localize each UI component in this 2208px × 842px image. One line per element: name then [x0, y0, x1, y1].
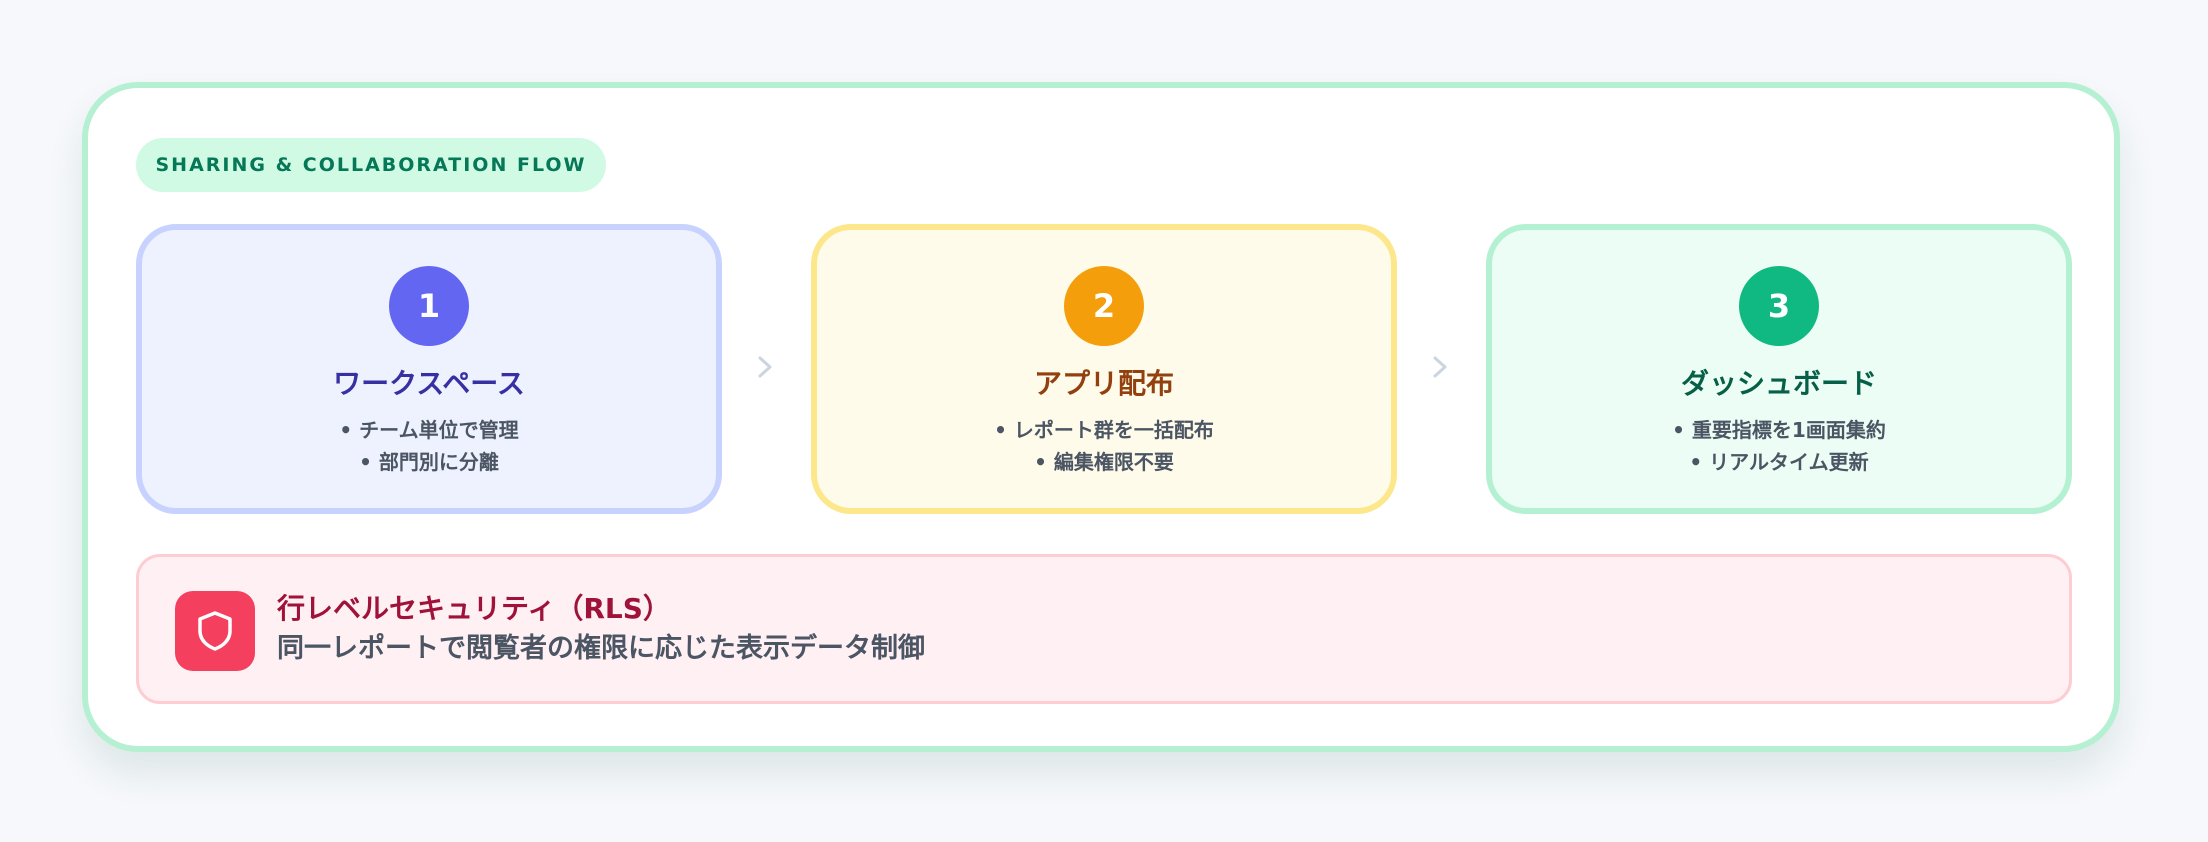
step-card-dashboard: 3 ダッシュボード • 重要指標を1画面集約 • リアルタイム更新: [1486, 224, 2072, 514]
step-number-badge: 2: [1064, 266, 1144, 346]
step-bullet: • レポート群を一括配布: [994, 418, 1214, 442]
step-card-app-distribution: 2 アプリ配布 • レポート群を一括配布 • 編集権限不要: [811, 224, 1397, 514]
step-number-badge: 3: [1739, 266, 1819, 346]
step-bullets: • レポート群を一括配布 • 編集権限不要: [817, 414, 1391, 478]
step-card-workspace: 1 ワークスペース • チーム単位で管理 • 部門別に分離: [136, 224, 722, 514]
step-bullet: • 部門別に分離: [359, 450, 499, 474]
step-bullet: • チーム単位で管理: [339, 418, 519, 442]
step-bullets: • 重要指標を1画面集約 • リアルタイム更新: [1492, 414, 2066, 478]
step-title: ワークスペース: [333, 367, 525, 400]
rls-title: 行レベルセキュリティ（RLS）: [277, 592, 671, 625]
shield-icon-box: [175, 591, 255, 671]
step-title: ダッシュボード: [1680, 367, 1877, 400]
rls-panel: 行レベルセキュリティ（RLS） 同一レポートで閲覧者の権限に応じた表示データ制御: [136, 554, 2072, 704]
step-title: アプリ配布: [1033, 367, 1174, 400]
shield-icon: [198, 611, 232, 651]
chevron-right-icon: [1433, 356, 1447, 378]
rls-description: 同一レポートで閲覧者の権限に応じた表示データ制御: [277, 633, 925, 664]
step-bullets: • チーム単位で管理 • 部門別に分離: [142, 414, 716, 478]
step-bullet: • リアルタイム更新: [1689, 450, 1869, 474]
chevron-right-icon: [758, 356, 772, 378]
step-number-badge: 1: [389, 266, 469, 346]
step-bullet: • 編集権限不要: [1034, 450, 1174, 474]
section-tag: SHARING & COLLABORATION FLOW: [136, 138, 606, 192]
step-bullet: • 重要指標を1画面集約: [1672, 418, 1886, 442]
